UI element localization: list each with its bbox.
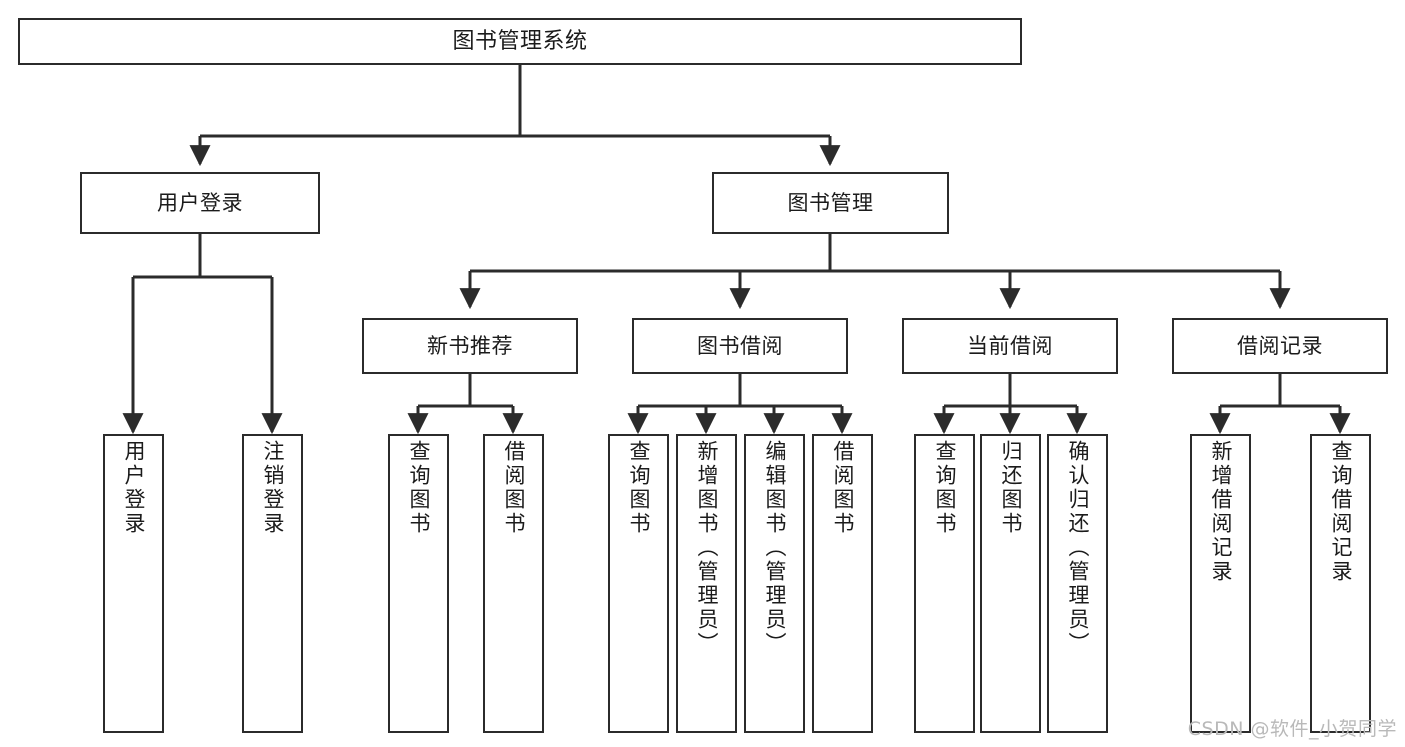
node-label: 借阅记录 <box>1237 333 1323 358</box>
node-leaf-add-book[interactable]: 新增图书（管理员） <box>676 434 737 733</box>
node-leaf-borrow-book-2[interactable]: 借阅图书 <box>812 434 873 733</box>
node-label: 当前借阅 <box>967 333 1053 358</box>
node-borrow-record[interactable]: 借阅记录 <box>1172 318 1388 374</box>
node-label: 查询图书 <box>933 440 957 536</box>
node-leaf-borrow-book-1[interactable]: 借阅图书 <box>483 434 544 733</box>
node-leaf-edit-book[interactable]: 编辑图书（管理员） <box>744 434 805 733</box>
node-leaf-query-book-3[interactable]: 查询图书 <box>914 434 975 733</box>
node-label: 查询图书 <box>627 440 651 536</box>
watermark-text: CSDN @软件_小贺同学 <box>1187 718 1397 740</box>
node-leaf-query-book-2[interactable]: 查询图书 <box>608 434 669 733</box>
node-label: 借阅图书 <box>831 440 855 536</box>
node-label: 编辑图书（管理员） <box>763 440 787 656</box>
node-label: 归还图书 <box>999 440 1023 536</box>
node-label: 新增图书（管理员） <box>695 440 719 656</box>
node-label: 新增借阅记录 <box>1209 440 1233 584</box>
node-new-book-recommend[interactable]: 新书推荐 <box>362 318 578 374</box>
node-label: 用户登录 <box>122 440 146 536</box>
node-book-manage[interactable]: 图书管理 <box>712 172 949 234</box>
node-leaf-logout-login[interactable]: 注销登录 <box>242 434 303 733</box>
node-leaf-add-record[interactable]: 新增借阅记录 <box>1190 434 1251 733</box>
node-leaf-query-record[interactable]: 查询借阅记录 <box>1310 434 1371 733</box>
node-label: 图书管理系统 <box>452 28 588 54</box>
node-label: 查询图书 <box>407 440 431 536</box>
node-book-borrow[interactable]: 图书借阅 <box>632 318 848 374</box>
node-label: 图书管理 <box>787 190 874 215</box>
node-label: 图书借阅 <box>697 333 783 358</box>
node-current-borrow[interactable]: 当前借阅 <box>902 318 1118 374</box>
node-label: 借阅图书 <box>502 440 526 536</box>
node-leaf-confirm-return[interactable]: 确认归还（管理员） <box>1047 434 1108 733</box>
node-root-system[interactable]: 图书管理系统 <box>18 18 1022 65</box>
node-leaf-query-book-1[interactable]: 查询图书 <box>388 434 449 733</box>
node-label: 新书推荐 <box>427 333 513 358</box>
node-label: 确认归还（管理员） <box>1066 440 1090 656</box>
node-leaf-user-login[interactable]: 用户登录 <box>103 434 164 733</box>
node-label: 用户登录 <box>157 190 243 215</box>
node-leaf-return-book[interactable]: 归还图书 <box>980 434 1041 733</box>
node-label: 注销登录 <box>261 440 285 536</box>
node-label: 查询借阅记录 <box>1329 440 1353 584</box>
node-user-login[interactable]: 用户登录 <box>80 172 320 234</box>
